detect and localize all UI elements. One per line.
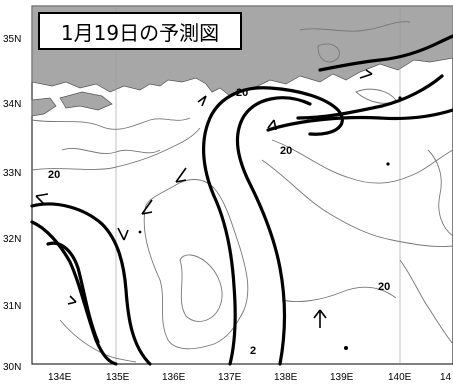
lon-label: 135E	[106, 372, 130, 383]
lon-label: 138E	[274, 372, 298, 383]
lat-label: 34N	[3, 99, 21, 110]
arrow-icon	[267, 119, 277, 131]
lon-label: 137E	[218, 372, 242, 383]
arrow-icon	[67, 295, 77, 305]
islands	[138, 96, 402, 350]
lat-label: 30N	[3, 362, 21, 373]
arrow-icon	[313, 309, 327, 328]
lon-label: 136E	[162, 372, 186, 383]
lon-label: 14	[440, 372, 452, 383]
arrow-icon	[35, 193, 49, 205]
map-title: 1月19日の予測図	[38, 12, 242, 50]
lon-label: 139E	[330, 372, 354, 383]
arrow-icon	[117, 227, 129, 241]
lat-label: 31N	[3, 301, 21, 312]
contour-label: 20	[280, 145, 292, 157]
contour-label: 20	[378, 281, 390, 293]
grid-lines	[115, 6, 401, 364]
lon-label: 134E	[48, 372, 72, 383]
arrow-icon	[141, 199, 153, 215]
contour-label: 2	[250, 345, 256, 357]
thick-contours	[30, 34, 453, 366]
latitude-labels: 35N 34N 33N 32N 31N 30N	[3, 34, 21, 373]
arrow-icon	[175, 167, 187, 183]
arrow-icon	[359, 69, 373, 79]
contour-label: 20	[236, 87, 248, 99]
longitude-labels: 134E 135E 136E 137E 138E 139E 140E 14	[48, 372, 452, 383]
lat-label: 35N	[3, 34, 21, 45]
current-arrows	[35, 69, 373, 328]
contour-label: 20	[48, 169, 60, 181]
lat-label: 32N	[3, 234, 21, 245]
lon-label: 140E	[388, 372, 412, 383]
lat-label: 33N	[3, 168, 21, 179]
contour-labels: 20 20 20 20 2	[48, 87, 390, 357]
arrow-icon	[197, 95, 207, 107]
thin-contours	[31, 21, 453, 363]
